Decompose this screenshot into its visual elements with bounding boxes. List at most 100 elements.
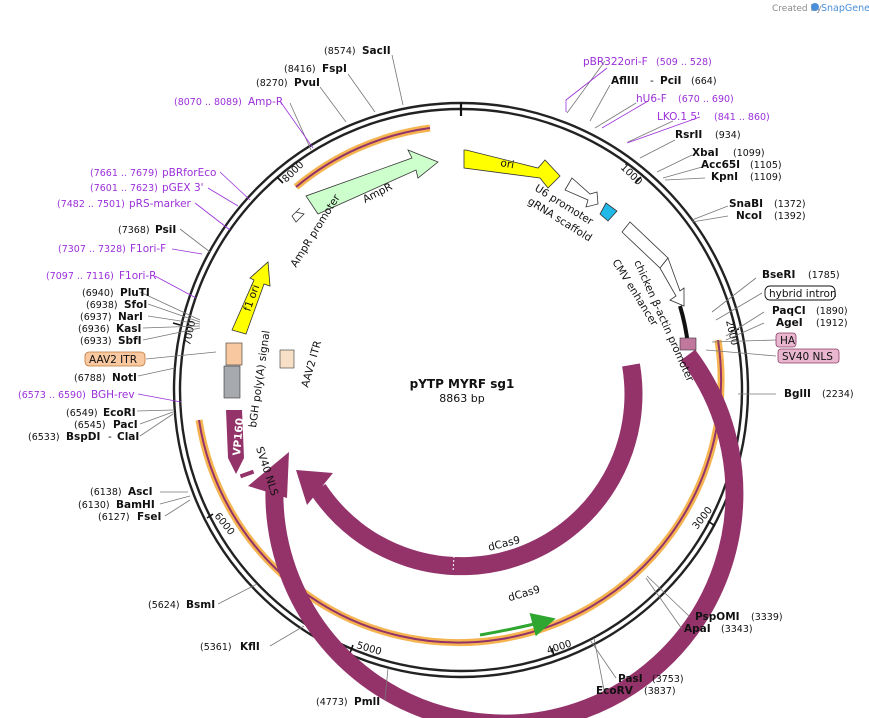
site-ncoi-name: NcoI: [736, 210, 762, 222]
primer-labels[interactable]: pBR322ori-F(509 .. 528) hU6-F(670 .. 690…: [18, 56, 770, 401]
primer-amp-r-name: Amp-R: [248, 96, 283, 108]
svg-text:-: -: [108, 431, 112, 443]
site-bsmi[interactable]: (5624)BsmI: [148, 599, 215, 611]
sv40-nls-right-label: SV40 NLS: [782, 351, 833, 363]
site-ncoi[interactable]: NcoI(1392): [736, 210, 806, 222]
site-sfoi-name: SfoI: [124, 299, 147, 311]
primer-f1ori-r[interactable]: (7097 .. 7116)F1ori-R: [46, 270, 156, 282]
site-sbfi-pos: (6933): [80, 336, 112, 347]
site-fspi[interactable]: (8416)FspI: [284, 63, 347, 75]
site-pluti-pos: (6940): [82, 288, 114, 299]
site-psii[interactable]: (7368)PsiI: [118, 224, 176, 236]
site-afliii[interactable]: AflIII-PciI(664): [611, 75, 717, 87]
site-agei[interactable]: AgeI(1912): [776, 317, 848, 329]
site-labels[interactable]: (8574)SacII (8416)FspI (8270)PvuI AflIII…: [28, 45, 854, 708]
aav2-itr-tag[interactable]: AAV2 ITR: [84, 351, 146, 367]
primer-pgex3-range: (7601 .. 7623): [90, 183, 158, 194]
primer-hu6-f[interactable]: hU6-F(670 .. 690): [636, 93, 734, 105]
site-sacii[interactable]: (8574)SacII: [324, 45, 391, 57]
site-bsmi-pos: (5624): [148, 600, 180, 611]
primer-lko1-name: LKO.1 5': [657, 111, 700, 123]
site-paci-name: PacI: [113, 419, 138, 431]
primer-prs-marker[interactable]: (7482 .. 7501)pRS-marker: [57, 198, 192, 210]
site-bspdi[interactable]: (6533)BspDI-ClaI: [28, 431, 139, 443]
site-snabi-pos: (1372): [774, 199, 806, 210]
site-paci[interactable]: (6545)PacI: [74, 419, 138, 431]
site-pmli-name: PmlI: [354, 696, 380, 708]
primer-f1ori-f[interactable]: (7307 .. 7328)F1ori-F: [58, 243, 166, 255]
outer-orange-track: [195, 124, 725, 647]
site-pspomi-pos: (3339): [751, 612, 783, 623]
site-rsrii[interactable]: RsrII(934): [675, 129, 741, 141]
site-bspdi-pos: (6533): [28, 432, 60, 443]
primer-bgh-rev-range: (6573 .. 6590): [18, 390, 86, 401]
site-fsei[interactable]: (6127)FseI: [98, 511, 161, 523]
site-paqci-pos: (1890): [816, 306, 848, 317]
site-sbfi[interactable]: (6933)SbfI: [80, 335, 142, 347]
ori-feature[interactable]: ori: [463, 149, 561, 189]
site-bamhi[interactable]: (6130)BamHI: [78, 499, 155, 511]
f1-ori-feature[interactable]: f1 ori: [231, 261, 271, 335]
primer-bgh-rev-name: BGH-rev: [91, 389, 135, 401]
site-ecorv-name: EcoRV: [596, 685, 634, 697]
hybrid-intron-label: hybrid intron: [769, 288, 837, 300]
ampr-feature[interactable]: AmpR: [305, 149, 439, 215]
site-apai-pos: (3343): [721, 624, 753, 635]
site-bglii[interactable]: BglII(2234): [784, 388, 854, 400]
ha-tag[interactable]: HA: [775, 332, 797, 348]
site-pspomi[interactable]: PspOMI(3339): [695, 611, 783, 623]
site-kpni[interactable]: KpnI(1109): [711, 171, 782, 183]
site-asci[interactable]: (6138) AscI: [90, 486, 153, 498]
site-psii-name: PsiI: [155, 224, 176, 236]
site-sfoi[interactable]: (6938)SfoI: [86, 299, 147, 311]
sv40-nls-tag[interactable]: SV40 NLS: [777, 348, 840, 364]
aav2-itr-inner-label: AAV2 ITR: [299, 339, 324, 388]
primer-f1ori-f-name: F1ori-F: [130, 243, 166, 255]
site-pluti[interactable]: (6940)PluTI: [82, 287, 150, 299]
site-pasi[interactable]: PasI(3753): [618, 673, 684, 685]
site-pvui[interactable]: (8270)PvuI: [256, 77, 320, 89]
site-snabi[interactable]: SnaBI(1372): [729, 198, 806, 210]
site-bseri[interactable]: BseRI (1785): [762, 269, 840, 281]
site-nari[interactable]: (6937)NarI: [80, 311, 143, 323]
dcas9-outer-arc: [248, 349, 744, 718]
credit-text: Created by: [772, 4, 822, 14]
site-agei-pos: (1912): [816, 318, 848, 329]
site-bseri-pos: (1785): [808, 270, 840, 281]
primer-hu6-f-range: (670 .. 690): [678, 94, 734, 105]
primer-amp-r[interactable]: (8070 .. 8089) Amp-R: [174, 96, 283, 108]
site-pmli[interactable]: (4773)PmlI: [316, 696, 380, 708]
aav2-itr-block-left: [225, 342, 243, 366]
site-apai[interactable]: ApaI(3343): [684, 623, 753, 635]
primer-pgex3[interactable]: (7601 .. 7623)pGEX 3': [90, 182, 204, 194]
plasmid-length: 8863 bp: [439, 392, 484, 405]
primer-lko1[interactable]: LKO.1 5' (841 .. 860): [657, 111, 770, 123]
bgh-polya-block: [223, 365, 241, 399]
primer-bgh-rev[interactable]: (6573 .. 6590) BGH-rev: [18, 389, 135, 401]
primer-pbr322ori-f[interactable]: pBR322ori-F(509 .. 528): [583, 56, 712, 68]
vp160-feature[interactable]: VP160: [226, 410, 246, 474]
site-xbai[interactable]: XbaI(1099): [692, 147, 765, 159]
vp160-label: VP160: [231, 418, 246, 457]
site-kasi-pos: (6936): [78, 324, 110, 335]
site-acc65i[interactable]: Acc65I(1105): [701, 159, 782, 171]
site-ecori[interactable]: (6549)EcoRI: [66, 407, 136, 419]
site-kfli[interactable]: (5361)KflI: [200, 641, 260, 653]
credit-brand: SnapGene: [821, 3, 869, 14]
site-paqci[interactable]: PaqCI(1890): [772, 305, 848, 317]
primer-lko1-range: (841 .. 860): [714, 112, 770, 123]
hybrid-intron-tag[interactable]: hybrid intron: [764, 285, 837, 301]
chicken-promoter-feature[interactable]: chicken β-actin promoter: [631, 257, 696, 384]
site-kasi[interactable]: (6936)KasI: [78, 323, 141, 335]
primer-pbrforeco[interactable]: (7661 .. 7679)pBRforEco: [90, 167, 216, 179]
site-noti[interactable]: (6788)NotI: [74, 372, 137, 384]
ori-label: ori: [499, 157, 515, 171]
primer-pbrforeco-range: (7661 .. 7679): [90, 168, 158, 179]
site-bseri-name: BseRI: [762, 269, 795, 281]
primer-amp-r-range: (8070 .. 8089): [174, 97, 242, 108]
site-afliii-pos: (664): [691, 76, 717, 87]
site-asci-name: AscI: [128, 486, 153, 498]
site-asci-pos: (6138): [90, 487, 122, 498]
site-ecorv[interactable]: EcoRV(3837): [596, 685, 676, 697]
